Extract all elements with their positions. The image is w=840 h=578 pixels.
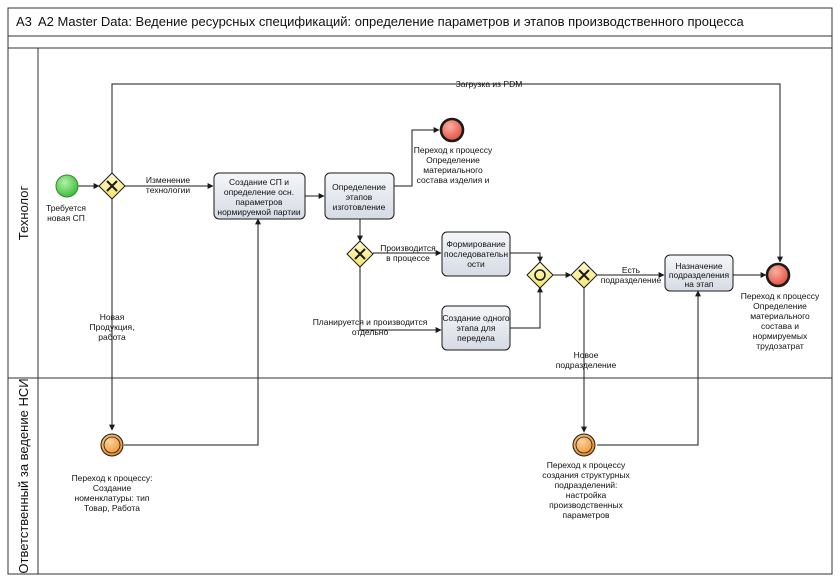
nsi-left-label-3: номенклатуры: тип <box>75 493 150 503</box>
task-form-sequence-line-1: Формирование <box>446 239 506 249</box>
flow-label-separately-2: отдельно <box>352 327 389 337</box>
page-title: А2 Master Data: Ведение ресурсных специф… <box>38 14 745 29</box>
task-create-sp-line-1: Создание СП и <box>229 177 289 187</box>
end-top-label-3: материального <box>423 165 483 175</box>
flow-pdm <box>111 83 783 263</box>
header-code: А3 <box>16 14 32 29</box>
task-create-sp-line-2: определение осн. <box>224 187 294 197</box>
end-top-label-1: Переход к процессу <box>414 145 493 155</box>
flow-label-has-division-2: подразделение <box>601 275 662 285</box>
task-assign-division-line-2: подразделения <box>669 270 730 280</box>
flow-label-new-product-3: работа <box>98 332 126 342</box>
x-icon <box>578 269 590 281</box>
intermediate-event-nsi-right[interactable] <box>572 433 596 457</box>
task-assign-division[interactable]: Назначение подразделения на этап <box>664 254 734 292</box>
task-form-sequence[interactable]: Формирование последовательн ости <box>441 231 511 277</box>
end-top-label-2: Определение <box>426 155 480 165</box>
task-define-stages-line-1: Определение <box>332 182 386 192</box>
exclusive-gateway-3[interactable] <box>570 261 598 289</box>
nsi-right-label-1: Переход к процессу <box>547 460 626 470</box>
task-define-stages-line-2: этапов <box>346 192 373 202</box>
flow-label-has-division-1: Есть <box>622 265 641 275</box>
end-right-label-5: нормируемых <box>753 331 808 341</box>
intermediate-event-nsi-left[interactable] <box>100 433 124 457</box>
x-icon <box>106 180 118 192</box>
exclusive-gateway-1[interactable] <box>98 172 126 200</box>
task-create-one-stage-line-1: Создание одного <box>442 313 510 323</box>
flow-separately <box>359 266 442 333</box>
flow-label-separately-1: Планируется и производится <box>313 317 428 327</box>
task-create-one-stage-line-3: передела <box>457 333 495 343</box>
flow-label-new-division-1: Новое <box>574 350 599 360</box>
flow-seq-to-or <box>510 252 543 263</box>
task-create-one-stage[interactable]: Создание одного этапа для передела <box>441 305 511 351</box>
nsi-left-label-2: Создание <box>93 483 132 493</box>
start-event[interactable] <box>55 174 79 198</box>
nsi-right-label-3: подразделений: <box>555 480 618 490</box>
end-right-label-3: материального <box>750 311 810 321</box>
task-form-sequence-line-2: последовательн <box>444 249 508 259</box>
nsi-right-label-6: параметров <box>563 510 610 520</box>
end-right-label-6: трудозатрат <box>756 341 804 351</box>
nsi-left-label-4: Товар, Работа <box>84 503 140 513</box>
sequence-flows <box>78 83 783 446</box>
end-event-right[interactable] <box>765 262 791 288</box>
inclusive-gateway[interactable] <box>526 261 554 289</box>
nsi-right-label-5: производственных <box>549 500 623 510</box>
nsi-left-label-1: Переход к процессу: <box>72 473 153 483</box>
flow-label-new-product-2: Продукция, <box>90 322 135 332</box>
end-event-top[interactable] <box>439 117 465 143</box>
task-create-sp[interactable]: Создание СП и определение осн. параметро… <box>213 172 306 220</box>
end-right-label-2: Определение <box>753 301 807 311</box>
flow-label-in-process-1: Производится <box>380 243 436 253</box>
task-define-stages[interactable]: Определение этапов изготовление <box>324 172 395 220</box>
exclusive-gateway-2[interactable] <box>346 240 374 268</box>
start-label-2: новая СП <box>47 213 85 223</box>
task-form-sequence-line-3: ости <box>467 259 485 269</box>
lane-label-technologist: Технолог <box>16 186 31 241</box>
flow-label-tech-change-2: технологии <box>146 185 190 195</box>
flow-label-new-product-1: Новая <box>100 312 125 322</box>
task-create-one-stage-line-2: этапа для <box>457 323 496 333</box>
task-define-stages-line-3: изготовление <box>333 202 386 212</box>
lane-label-nsi: Ответственный за ведение НСИ <box>16 378 31 573</box>
flow-stage-to-or <box>510 286 543 329</box>
flow-label-new-division-2: подразделение <box>556 360 617 370</box>
end-right-label-1: Переход к процессу <box>741 291 820 301</box>
end-top-label-4: состава изделия и <box>417 175 490 185</box>
nsi-right-label-2: создания структурных <box>542 470 630 480</box>
start-label-1: Требуется <box>46 203 86 213</box>
flow-label-tech-change-1: Изменение <box>146 175 190 185</box>
nsi-right-label-4: настройка <box>566 490 607 500</box>
task-create-sp-line-3: параметров <box>236 197 283 207</box>
x-icon <box>354 248 366 260</box>
flow-label-in-process-2: в процессе <box>386 253 430 263</box>
end-right-label-4: состава и <box>761 321 799 331</box>
task-assign-division-line-1: Назначение <box>675 261 723 271</box>
flow-stages-to-end <box>394 127 440 187</box>
circle-icon <box>534 269 546 281</box>
flow-nsi-back <box>124 218 261 446</box>
flow-nsi-right-back <box>597 290 701 446</box>
task-create-sp-line-4: нормируемой партии <box>217 207 300 217</box>
flow-label-pdm: Загрузка из PDM <box>456 79 523 89</box>
task-assign-division-line-3: на этап <box>684 279 713 289</box>
